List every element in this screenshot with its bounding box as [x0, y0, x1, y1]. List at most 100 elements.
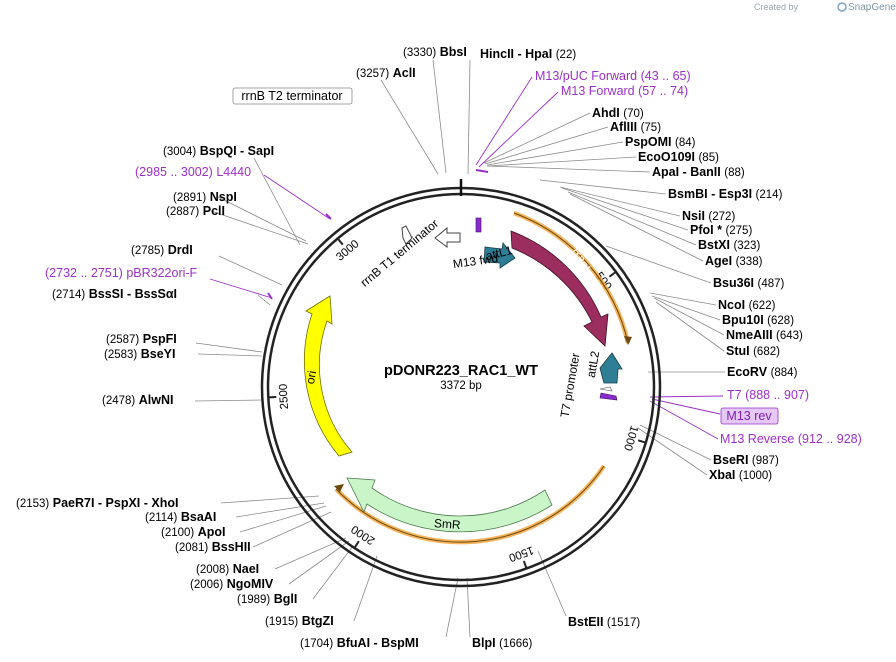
enzyme-position: (275) — [725, 225, 752, 237]
enzyme-connector — [651, 295, 721, 321]
attl2-arrow — [599, 352, 623, 384]
center-title: pDONR223_RAC1_WT 3372 bp — [384, 363, 538, 392]
enzyme-site-bpu10i: Bpu10I (628) — [722, 313, 794, 327]
enzyme-site-bfuai: (1704) BfuAI - BspMI — [300, 636, 419, 650]
enzyme-connector — [655, 301, 725, 352]
created-by-text: Created by — [754, 2, 799, 12]
enzyme-site-agei: AgeI (338) — [705, 254, 763, 268]
enzyme-position: (2114) — [145, 512, 178, 524]
enzyme-name: AhdI — [592, 106, 620, 120]
enzyme-site-bbsi: (3330) BbsI — [403, 45, 467, 59]
plasmid-length: 3372 bp — [440, 380, 482, 392]
enzyme-label: (2100) ApoI — [161, 525, 226, 539]
enzyme-site-paer7i: (2153) PaeR7I - PspXI - XhoI — [16, 496, 178, 510]
enzyme-label: (2887) PclI — [166, 204, 225, 218]
primer-range: (2985 .. 3002) — [135, 165, 213, 179]
enzyme-label: (1915) BtgZI — [265, 614, 334, 628]
enzyme-position: (2100) — [161, 527, 194, 539]
enzyme-site-naei: (2008) NaeI — [196, 562, 259, 576]
enzyme-position: (2008) — [196, 564, 229, 576]
enzyme-label: (2006) NgoMIV — [190, 577, 274, 591]
m13-rev-box — [720, 407, 779, 425]
primer-label: M13 Reverse (912 .. 928) — [720, 432, 862, 446]
enzyme-label: BstEII (1517) — [568, 615, 640, 629]
primer-pbr322ori-f: (2732 .. 2751) pBR322ori-F — [45, 266, 198, 280]
enzyme-position: (1704) — [300, 638, 333, 650]
enzyme-name: BssHII — [212, 540, 251, 554]
rac1-highlight-line — [513, 212, 629, 344]
primer-connector — [263, 174, 331, 220]
primer-label: M13/pUC Forward (43 .. 65) — [535, 69, 691, 83]
enzyme-name: BglI — [274, 592, 298, 606]
enzyme-site-drdi: (2785) DrdI — [131, 243, 193, 257]
primer-range: (912 .. 928) — [798, 432, 862, 446]
enzyme-name: Bpu10I — [722, 313, 764, 327]
enzyme-name: HincII - HpaI — [480, 47, 552, 61]
enzyme-site-bsu36i: Bsu36I (487) — [713, 276, 785, 290]
enzyme-site-pspomi: PspOMI (84) — [625, 135, 696, 149]
enzyme-site-xbai: XbaI (1000) — [709, 468, 772, 482]
enzyme-connector — [539, 179, 667, 195]
ori-label: ori — [303, 370, 319, 386]
enzyme-name: NsiI — [682, 209, 705, 223]
enzyme-name: AgeI — [705, 254, 732, 268]
snapgene-brand: Created by SnapGene — [754, 2, 896, 13]
enzyme-label: (2583) BseYI — [104, 347, 175, 361]
enzyme-label: (2714) BssSI - BssSαI — [52, 287, 177, 301]
enzyme-position: (88) — [724, 167, 745, 179]
enzyme-label: NmeAIII (643) — [726, 328, 803, 342]
tick-label: 3000 — [334, 238, 361, 264]
enzyme-connector — [649, 292, 717, 306]
enzyme-site-ahdi: AhdI (70) — [592, 106, 644, 120]
enzyme-position: (1915) — [265, 616, 298, 628]
enzyme-site-stui: StuI (682) — [726, 344, 780, 358]
enzyme-position: (70) — [623, 108, 644, 120]
enzyme-name: BspQI - SapI — [200, 144, 274, 158]
enzyme-name: BssSI - BssSαI — [89, 287, 177, 301]
enzyme-connector — [380, 79, 439, 175]
enzyme-site-pfoi: PfoI * (275) — [690, 223, 752, 237]
rac1-highlight-arrowhead — [624, 336, 632, 345]
rrnb-t2-terminator-label: rrnB T2 terminator — [241, 89, 342, 103]
primer-hook — [267, 292, 273, 300]
enzyme-position: (987) — [752, 455, 779, 467]
enzyme-label: (2114) BsaAI — [145, 510, 216, 524]
enzyme-label: AgeI (338) — [705, 254, 763, 268]
enzyme-position: (628) — [767, 315, 794, 327]
enzyme-connector — [653, 297, 725, 336]
enzyme-position: (272) — [708, 211, 735, 223]
enzyme-label: Bpu10I (628) — [722, 313, 794, 327]
smr-arrow — [346, 477, 553, 533]
enzyme-position: (622) — [749, 300, 776, 312]
enzyme-connector — [637, 427, 708, 476]
enzyme-label: (2891) NspI — [173, 190, 237, 204]
enzyme-site-bgli: (1989) BglI — [237, 592, 297, 606]
enzyme-name: PspOMI — [625, 135, 672, 149]
enzyme-connector — [194, 399, 263, 402]
m13-fwd-label: M13 fwd — [452, 251, 499, 271]
primer-label: T7 (888 .. 907) — [727, 388, 809, 402]
t7-promoter-mark — [599, 386, 613, 392]
attl2-label: attL2 — [584, 350, 602, 379]
enzyme-label: (2008) NaeI — [196, 562, 259, 576]
enzyme-label: Bsu36I (487) — [713, 276, 785, 290]
enzyme-position: (338) — [736, 256, 763, 268]
primer-name: pBR322ori-F — [126, 266, 197, 280]
enzyme-position: (1517) — [607, 617, 640, 629]
rrnb-t2-terminator-box — [232, 87, 353, 105]
enzyme-connector — [605, 245, 712, 284]
primer-connector — [649, 400, 719, 440]
enzyme-connector — [257, 294, 271, 306]
primer-range: (888 .. 907) — [745, 388, 809, 402]
primer-l4440: (2985 .. 3002) L4440 — [135, 165, 251, 179]
enzyme-label: NcoI (622) — [718, 298, 776, 312]
enzyme-name: StuI — [726, 344, 750, 358]
enzyme-connector — [487, 165, 651, 173]
enzyme-name: XbaI — [709, 468, 735, 482]
tick-mark — [522, 560, 528, 569]
enzyme-connector — [483, 112, 591, 164]
enzyme-position: (682) — [753, 346, 780, 358]
enzyme-site-pcli: (2887) PclI — [166, 204, 225, 218]
enzyme-position: (3330) — [403, 47, 436, 59]
